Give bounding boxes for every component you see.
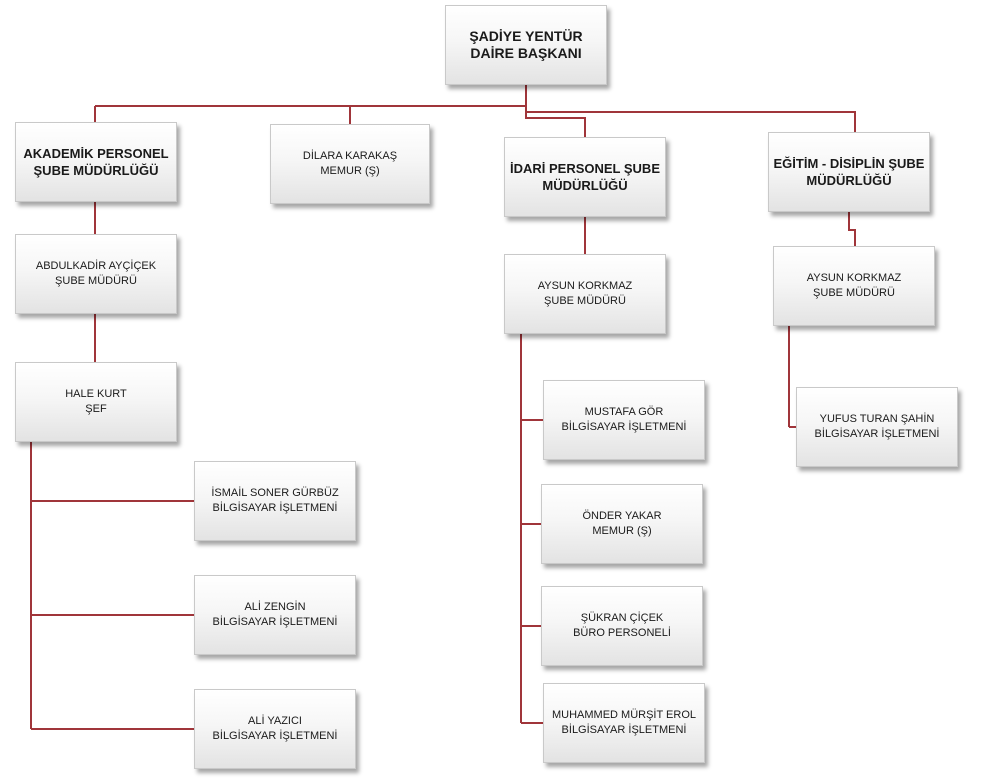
staff-box-idari-2: ÖNDER YAKAR MEMUR (Ş): [541, 484, 703, 564]
unit-name-line1: EĞİTİM - DİSİPLİN ŞUBE: [773, 156, 925, 171]
person-title: MEMUR (Ş): [592, 525, 652, 537]
person-title: BİLGİSAYAR İŞLETMENİ: [212, 502, 338, 514]
manager-box-akademik: ABDULKADİR AYÇİÇEK ŞUBE MÜDÜRÜ: [15, 234, 177, 314]
staff-box-idari-4: MUHAMMED MÜRŞİT EROL BİLGİSAYAR İŞLETMEN…: [543, 683, 705, 763]
person-title: MEMUR (Ş): [320, 165, 380, 177]
person-name: ALİ ZENGİN: [244, 601, 306, 613]
person-name: AYSUN KORKMAZ: [806, 272, 902, 284]
person-name: YUFUS TURAN ŞAHİN: [819, 413, 935, 425]
person-name: MUHAMMED MÜRŞİT EROL: [551, 709, 697, 721]
person-name: ALİ YAZICI: [247, 715, 302, 727]
unit-box-idari-personel: İDARİ PERSONEL ŞUBE MÜDÜRLÜĞÜ: [504, 137, 666, 217]
person-title: BİLGİSAYAR İŞLETMENİ: [212, 616, 338, 628]
root-title: DAİRE BAŞKANI: [470, 45, 582, 61]
unit-name-line2: ŞUBE MÜDÜRLÜĞÜ: [33, 163, 159, 178]
connector-line: [525, 106, 586, 137]
unit-name-line1: İDARİ PERSONEL ŞUBE: [509, 161, 660, 176]
chief-box-akademik: HALE KURT ŞEF: [15, 362, 177, 442]
person-name: ŞÜKRAN ÇİÇEK: [580, 612, 664, 624]
unit-box-egitim-disiplin: EĞİTİM - DİSİPLİN ŞUBE MÜDÜRLÜĞÜ: [768, 132, 930, 212]
person-title: BÜRO PERSONELİ: [573, 627, 671, 639]
person-title: ŞUBE MÜDÜRÜ: [55, 275, 137, 287]
person-name: MUSTAFA GÖR: [584, 406, 664, 418]
person-name: ABDULKADİR AYÇİÇEK: [35, 260, 157, 272]
staff-box-idari-3: ŞÜKRAN ÇİÇEK BÜRO PERSONELİ: [541, 586, 703, 666]
root-box-daire-baskani: ŞADİYE YENTÜR DAİRE BAŞKANI: [445, 5, 607, 85]
person-name: ÖNDER YAKAR: [582, 510, 662, 522]
person-title: ŞUBE MÜDÜRÜ: [544, 295, 626, 307]
person-name: İSMAİL SONER GÜRBÜZ: [211, 487, 339, 499]
person-title: BİLGİSAYAR İŞLETMENİ: [814, 428, 940, 440]
staff-box-egitim-1: YUFUS TURAN ŞAHİN BİLGİSAYAR İŞLETMENİ: [796, 387, 958, 467]
person-title: ŞUBE MÜDÜRÜ: [813, 287, 895, 299]
staff-box-akademik-1: İSMAİL SONER GÜRBÜZ BİLGİSAYAR İŞLETMENİ: [194, 461, 356, 541]
person-title: BİLGİSAYAR İŞLETMENİ: [561, 724, 687, 736]
person-name: HALE KURT: [65, 388, 127, 400]
person-name: AYSUN KORKMAZ: [537, 280, 633, 292]
manager-box-idari: AYSUN KORKMAZ ŞUBE MÜDÜRÜ: [504, 254, 666, 334]
person-title: BİLGİSAYAR İŞLETMENİ: [212, 730, 338, 742]
connector-line: [525, 106, 856, 132]
person-title: BİLGİSAYAR İŞLETMENİ: [561, 421, 687, 433]
unit-name-line2: MÜDÜRLÜĞÜ: [806, 173, 892, 188]
staff-box-dilara-karakas: DİLARA KARAKAŞ MEMUR (Ş): [270, 124, 430, 204]
unit-box-akademik-personel: AKADEMİK PERSONEL ŞUBE MÜDÜRLÜĞÜ: [15, 122, 177, 202]
staff-box-akademik-3: ALİ YAZICI BİLGİSAYAR İŞLETMENİ: [194, 689, 356, 769]
unit-name-line2: MÜDÜRLÜĞÜ: [542, 178, 628, 193]
staff-box-idari-1: MUSTAFA GÖR BİLGİSAYAR İŞLETMENİ: [543, 380, 705, 460]
staff-box-akademik-2: ALİ ZENGİN BİLGİSAYAR İŞLETMENİ: [194, 575, 356, 655]
unit-name-line1: AKADEMİK PERSONEL: [23, 146, 169, 161]
person-name: DİLARA KARAKAŞ: [302, 150, 398, 162]
root-name: ŞADİYE YENTÜR: [469, 28, 583, 44]
person-title: ŞEF: [85, 403, 107, 415]
manager-box-egitim: AYSUN KORKMAZ ŞUBE MÜDÜRÜ: [773, 246, 935, 326]
connector-line: [848, 212, 856, 246]
